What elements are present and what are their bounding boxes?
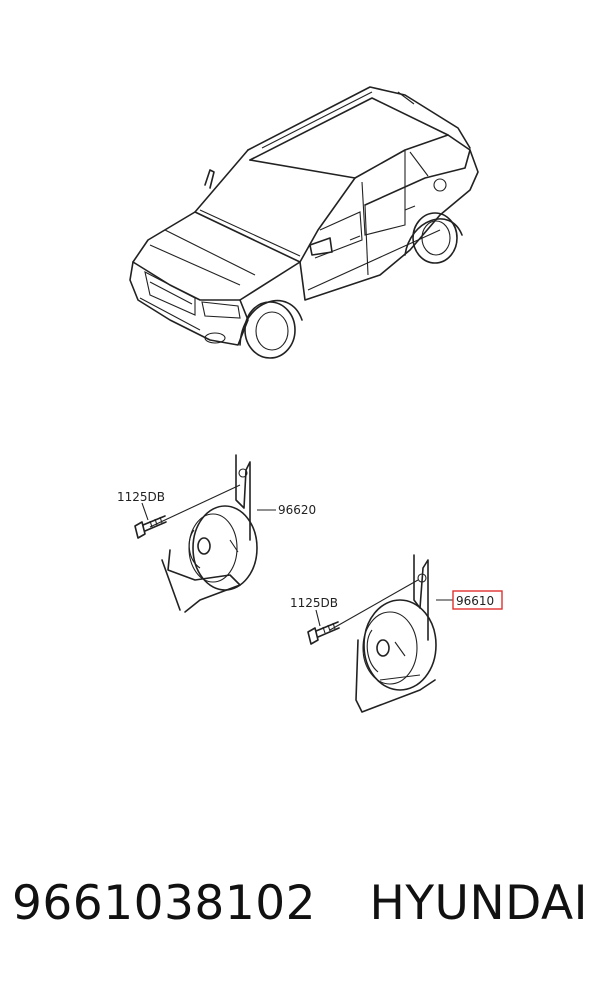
part-number: 9661038102: [12, 876, 317, 931]
bolt-1125db-upper: [134, 502, 167, 539]
label-bolt-1125db-upper: 1125DB: [117, 490, 165, 504]
label-horn-96610: 96610: [456, 594, 494, 608]
highlight-box: [452, 590, 503, 610]
label-horn-96620: 96620: [278, 503, 316, 517]
label-bolt-1125db-lower: 1125DB: [290, 596, 338, 610]
footer-caption: 9661038102 HYUNDAI: [12, 876, 588, 931]
horn-96610: [329, 554, 453, 713]
vehicle-illustration: [129, 86, 479, 359]
brand-name: HYUNDAI: [369, 876, 588, 931]
bolt-1125db-lower: [307, 609, 340, 645]
horn-96620: [149, 454, 276, 613]
